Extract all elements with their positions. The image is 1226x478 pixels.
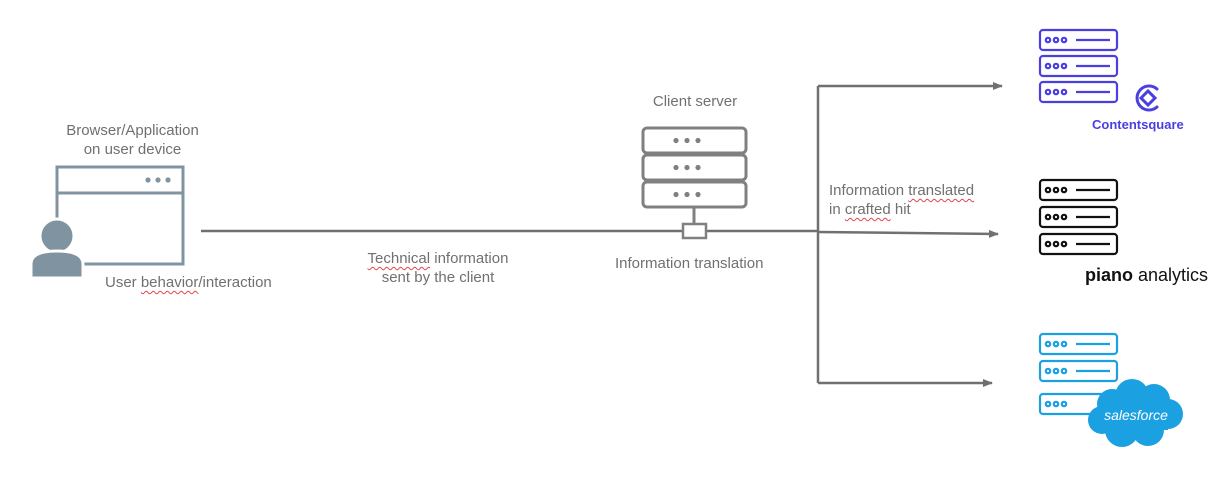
browser-label: Browser/Application on user device: [40, 121, 225, 159]
browser-label-line2: on user device: [83, 141, 182, 158]
client-server-title: Client server: [652, 93, 738, 110]
contentsquare-wordmark: Contentsquare: [1092, 117, 1184, 132]
technical-info-line2: sent by the client: [381, 269, 495, 286]
contentsquare-server-icon: [1038, 28, 1119, 104]
salesforce-cloud-icon: salesforce: [1088, 379, 1183, 447]
information-translation-label: Information translation: [615, 255, 764, 272]
user-interaction-label: User behavior/interaction: [105, 274, 272, 291]
piano-analytics-wordmark: piano analytics: [1085, 265, 1209, 285]
piano-server-icon: [1038, 178, 1119, 256]
contentsquare-logo-icon: [1135, 84, 1159, 112]
client-server-icon: [641, 126, 748, 240]
branch-connectors: [816, 82, 1003, 387]
user-icon: [29, 217, 85, 280]
browser-window-icon: [55, 165, 185, 266]
salesforce-wordmark: salesforce: [1104, 407, 1168, 423]
translated-hit-label: Information translated in crafted hit: [829, 182, 975, 218]
technical-info-label: Technical information sent by the client: [338, 249, 538, 287]
browser-label-line1: Browser/Application: [66, 122, 199, 139]
